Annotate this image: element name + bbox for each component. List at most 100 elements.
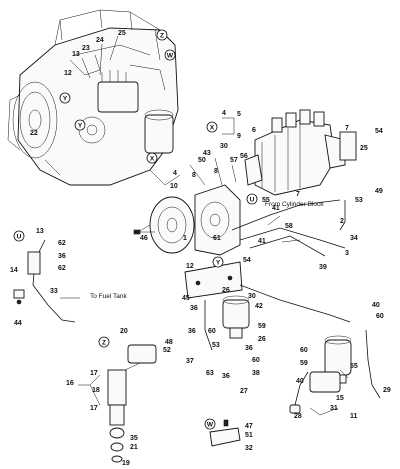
callout-17-b: 17 — [90, 405, 98, 412]
callout-56: 56 — [240, 153, 248, 160]
marker-w-bottom-label: W — [207, 422, 214, 429]
callout-36-d: 36 — [222, 373, 230, 380]
callout-17-a: 17 — [90, 370, 98, 377]
marker-z-top-label: Z — [160, 33, 164, 40]
callout-55-top: 55 — [262, 197, 270, 204]
marker-y-top-label: Y — [63, 96, 68, 103]
marker-y-center-label: Y — [216, 260, 221, 267]
callout-3: 3 — [345, 250, 349, 257]
marker-w-top-label: W — [167, 53, 174, 60]
injection-pump — [244, 109, 357, 196]
callout-9: 9 — [237, 133, 241, 140]
callout-44: 44 — [14, 320, 22, 327]
callout-8b: 8 — [192, 172, 196, 179]
callout-5: 5 — [237, 111, 241, 118]
marker-z-bottom-label: Z — [102, 340, 106, 347]
callout-16: 16 — [66, 380, 74, 387]
callout-61: 61 — [213, 235, 221, 242]
callout-10: 10 — [170, 183, 178, 190]
callout-47: 47 — [245, 423, 253, 430]
callout-58: 58 — [285, 223, 293, 230]
marker-y-mid — [74, 119, 86, 131]
callout-59-b: 59 — [300, 360, 308, 367]
callout-60-d: 60 — [300, 347, 308, 354]
callout-26-top: 26 — [222, 287, 230, 294]
marker-v — [13, 230, 25, 242]
callout-36-line: 36 — [58, 253, 66, 260]
callout-4-top: 4 — [222, 110, 226, 117]
callout-55-bottom: 55 — [350, 363, 358, 370]
callout-53: 53 — [355, 197, 363, 204]
callout-60-b: 60 — [252, 357, 260, 364]
note-to-fuel-tank: To Fuel Tank — [90, 293, 127, 300]
callout-40-top: 40 — [372, 302, 380, 309]
marker-y-mid-label: Y — [78, 123, 83, 130]
callout-63: 63 — [206, 370, 214, 377]
callout-18: 18 — [92, 387, 100, 394]
callout-32: 32 — [245, 445, 253, 452]
callout-30: 30 — [220, 143, 228, 150]
callout-52: 52 — [163, 347, 171, 354]
callout-36-c: 36 — [245, 345, 253, 352]
callout-49: 49 — [375, 188, 383, 195]
callout-53-mid: 53 — [212, 342, 220, 349]
callout-57: 57 — [230, 157, 238, 164]
callout-43: 43 — [203, 150, 211, 157]
callout-45: 45 — [182, 295, 190, 302]
fuel-filter-right — [289, 329, 381, 414]
marker-u — [246, 193, 258, 205]
callout-51: 51 — [245, 432, 253, 439]
callout-30b: 30 — [248, 293, 256, 300]
callout-15: 15 — [336, 395, 344, 402]
injector-assembly — [107, 344, 157, 463]
callout-19: 19 — [122, 460, 130, 467]
callout-20: 20 — [120, 328, 128, 335]
callout-8: 8 — [214, 168, 218, 175]
callout-31: 31 — [330, 405, 338, 412]
filter-bracket-assembly — [184, 261, 351, 351]
marker-y-center — [212, 256, 224, 268]
callout-50: 50 — [198, 157, 206, 164]
timing-gear-assembly — [133, 184, 241, 256]
callout-35: 35 — [130, 435, 138, 442]
callout-12: 12 — [186, 263, 194, 270]
callout-21: 21 — [130, 444, 138, 451]
callout-36-a: 36 — [190, 305, 198, 312]
callout-11: 11 — [350, 413, 358, 420]
marker-u-label: U — [250, 197, 255, 204]
clamp-assembly — [209, 419, 241, 447]
diagram-notes: From Cylinder Block To Fuel Tank — [90, 201, 324, 300]
marker-x-top-label: X — [150, 156, 155, 163]
callout-54: 54 — [243, 257, 251, 264]
callout-53-top: 25 — [360, 145, 368, 152]
fuel-return-line — [13, 239, 76, 323]
callout-48: 48 — [165, 339, 173, 346]
marker-x-right-label: X — [210, 125, 215, 132]
callout-34: 34 — [350, 235, 358, 242]
callout-60-c: 60 — [376, 313, 384, 320]
callout-1: 1 — [183, 235, 187, 242]
fuel-lines — [231, 199, 346, 257]
callout-24: 24 — [96, 37, 104, 44]
engine-block-illustration — [7, 9, 181, 186]
callout-4-mid: 4 — [173, 170, 177, 177]
callout-54-top: 54 — [375, 128, 383, 135]
marker-y-top — [59, 92, 71, 104]
callout-7-top: 7 — [345, 125, 349, 132]
marker-x-top — [146, 152, 158, 164]
callout-23: 23 — [82, 45, 90, 52]
callout-22: 22 — [30, 130, 38, 137]
callout-59-a: 59 — [258, 323, 266, 330]
part-callouts: 25 24 23 13 12 22 4 5 9 6 7 54 25 49 53 … — [10, 30, 391, 467]
callout-41b: 41 — [258, 238, 266, 245]
marker-w-bottom — [204, 418, 216, 430]
note-from-cylinder-block: From Cylinder Block — [265, 201, 324, 208]
callout-39: 39 — [319, 264, 327, 271]
callout-37: 37 — [186, 358, 194, 365]
marker-z-top — [156, 29, 168, 41]
marker-x-right — [206, 121, 218, 133]
callout-62-b: 62 — [58, 265, 66, 272]
callout-7-mid: 7 — [296, 191, 300, 198]
leader-lines — [60, 35, 349, 416]
